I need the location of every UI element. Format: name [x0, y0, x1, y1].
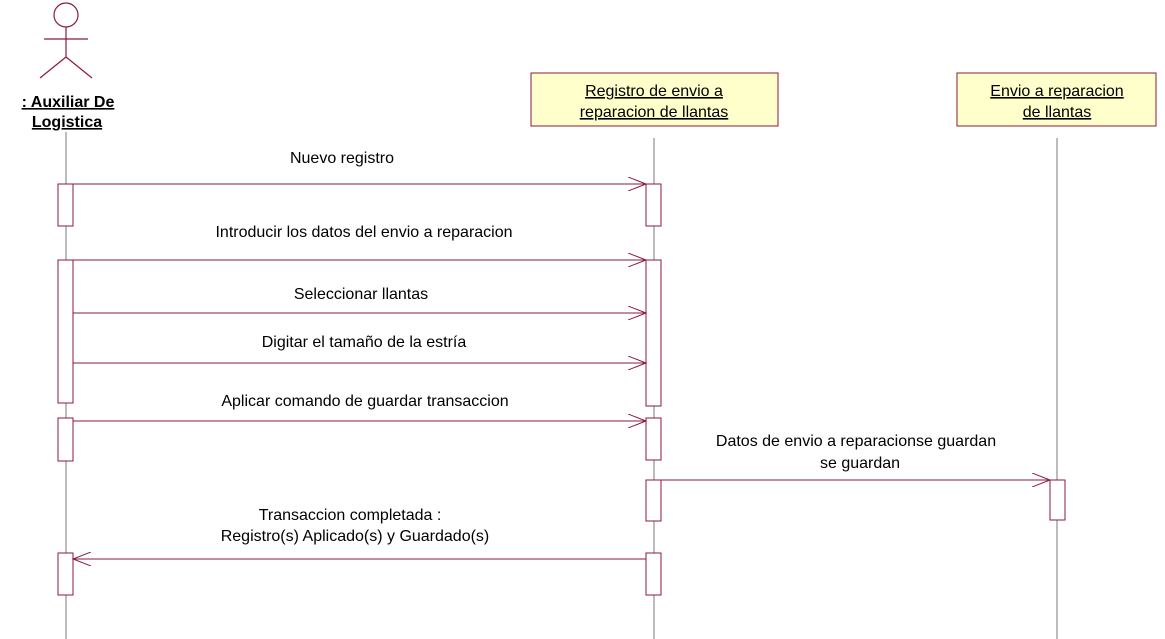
activation-envio-1 — [1049, 479, 1066, 521]
object-box-envio[interactable] — [956, 72, 1157, 127]
activation-registro-4 — [645, 479, 662, 522]
activation-actor-3 — [57, 417, 74, 462]
activation-registro-3 — [645, 417, 662, 461]
actor-head — [53, 2, 79, 28]
actor-name-line2: Logistica — [32, 114, 102, 131]
object-box-registro[interactable] — [530, 72, 779, 127]
activation-registro-1 — [645, 183, 662, 227]
message-label-7-line2: Registro(s) Aplicado(s) y Guardado(s) — [221, 528, 490, 545]
object-registro-line1: Registro de envio a — [585, 83, 723, 100]
message-label-1: Nuevo registro — [290, 150, 394, 167]
activation-registro-2 — [645, 259, 662, 407]
message-label-2: Introducir los datos del envio a reparac… — [215, 224, 512, 241]
message-label-6-line2: se guardan — [820, 455, 900, 472]
activation-actor-2 — [57, 259, 74, 404]
message-label-6-line1: Datos de envio a reparacionse guardan — [716, 433, 996, 450]
activation-actor-4 — [57, 552, 74, 596]
actor-leg-right — [65, 56, 93, 79]
message-label-3: Seleccionar llantas — [294, 286, 428, 303]
object-envio-line2: de llantas — [1023, 104, 1092, 121]
actor-figure[interactable] — [39, 2, 93, 79]
object-registro-line2: reparacion de llantas — [580, 104, 729, 121]
message-label-5: Aplicar comando de guardar transaccion — [221, 393, 508, 410]
activation-actor-1 — [57, 183, 74, 227]
message-label-7-line1: Transaccion completada : — [259, 507, 442, 524]
activation-registro-5 — [645, 552, 662, 596]
object-envio-line1: Envio a reparacion — [990, 83, 1123, 100]
actor-name-line1: : Auxiliar De — [22, 94, 115, 111]
message-label-4: Digitar el tamaño de la estría — [262, 334, 467, 351]
actor-leg-left — [39, 56, 67, 79]
